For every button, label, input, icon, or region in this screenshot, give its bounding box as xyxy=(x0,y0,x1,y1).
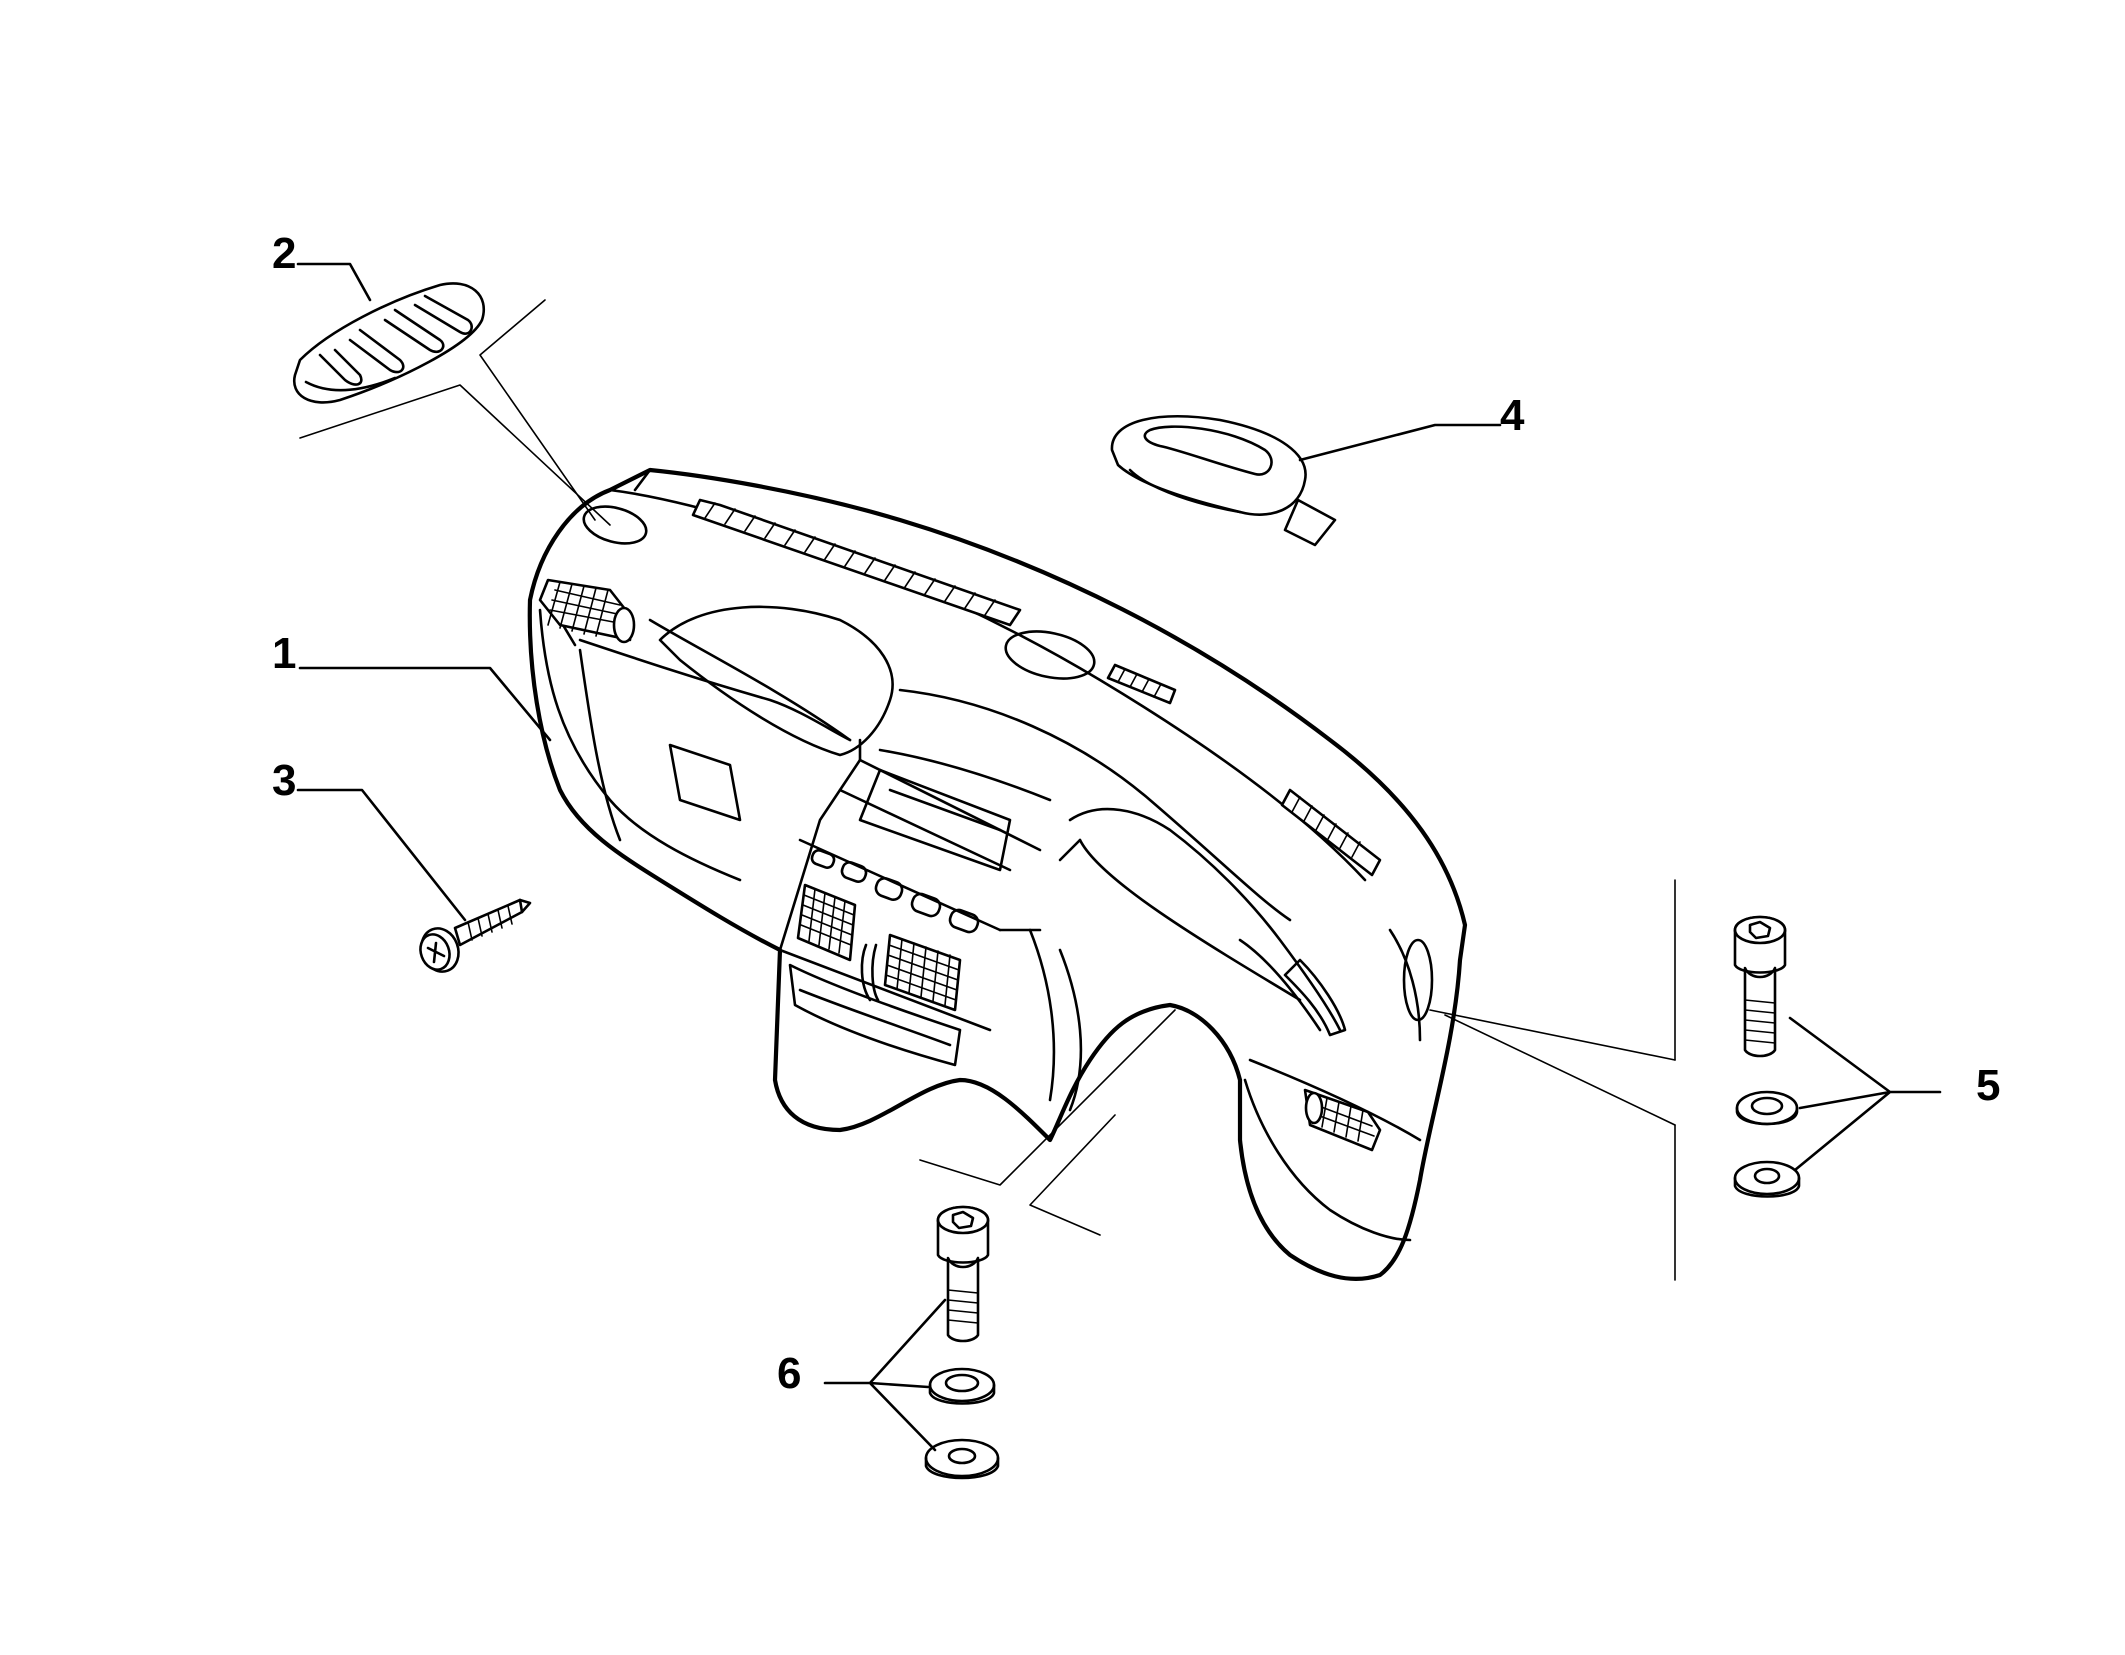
callout-2: 2 xyxy=(272,229,296,278)
self-tapping-screw-icon[interactable] xyxy=(416,898,532,977)
dashboard-panel-icon[interactable] xyxy=(527,467,1468,1281)
callout-1: 1 xyxy=(272,629,296,678)
leader-5-location-a xyxy=(1429,1009,1676,1061)
speaker-grille-left-icon[interactable] xyxy=(292,282,485,404)
leader-1 xyxy=(298,666,552,742)
leader-6-location-a xyxy=(919,1009,1176,1186)
leader-4 xyxy=(1298,423,1502,462)
callout-4: 4 xyxy=(1500,391,1525,440)
bolt-washer-set-icon[interactable] xyxy=(924,1205,1000,1480)
leader-5 xyxy=(1788,1016,1942,1172)
leader-3 xyxy=(296,788,467,922)
leader-6 xyxy=(823,1298,947,1452)
bolt-washer-set-icon[interactable] xyxy=(1733,915,1801,1198)
leader-2 xyxy=(296,262,372,302)
callout-5: 5 xyxy=(1976,1061,2000,1110)
callout-3: 3 xyxy=(272,756,296,805)
vent-left xyxy=(538,578,636,644)
callout-6: 6 xyxy=(777,1349,801,1398)
leader-5-location-b xyxy=(1444,1014,1676,1126)
defrost-vent xyxy=(691,498,1382,877)
leader-6-location-b xyxy=(1029,1114,1116,1236)
leader-2-b xyxy=(479,299,596,521)
leader-2-a xyxy=(299,384,611,526)
speaker-grille-center-icon[interactable] xyxy=(1110,414,1337,547)
